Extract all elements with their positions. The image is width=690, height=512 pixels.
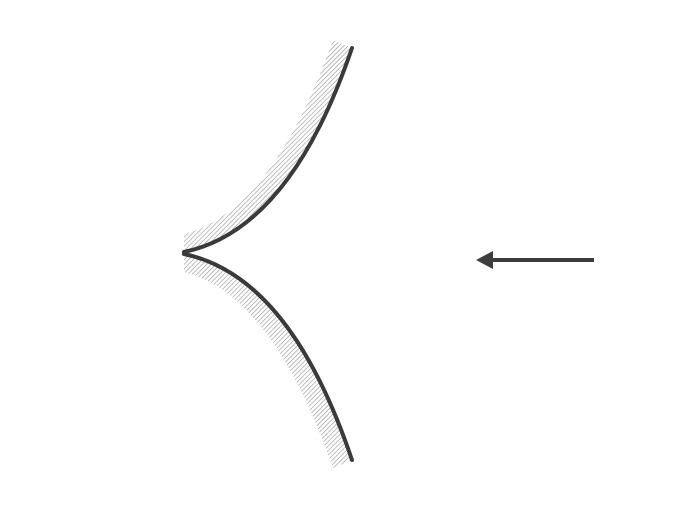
arrow-head-icon <box>476 251 493 269</box>
lower-wall-hatching <box>184 254 352 468</box>
upper-wall-hatching <box>184 40 352 252</box>
cusp-point <box>182 250 188 256</box>
flow-arrow <box>476 251 594 269</box>
upper-wall-curve <box>182 46 354 254</box>
lower-wall-curve <box>182 252 354 462</box>
